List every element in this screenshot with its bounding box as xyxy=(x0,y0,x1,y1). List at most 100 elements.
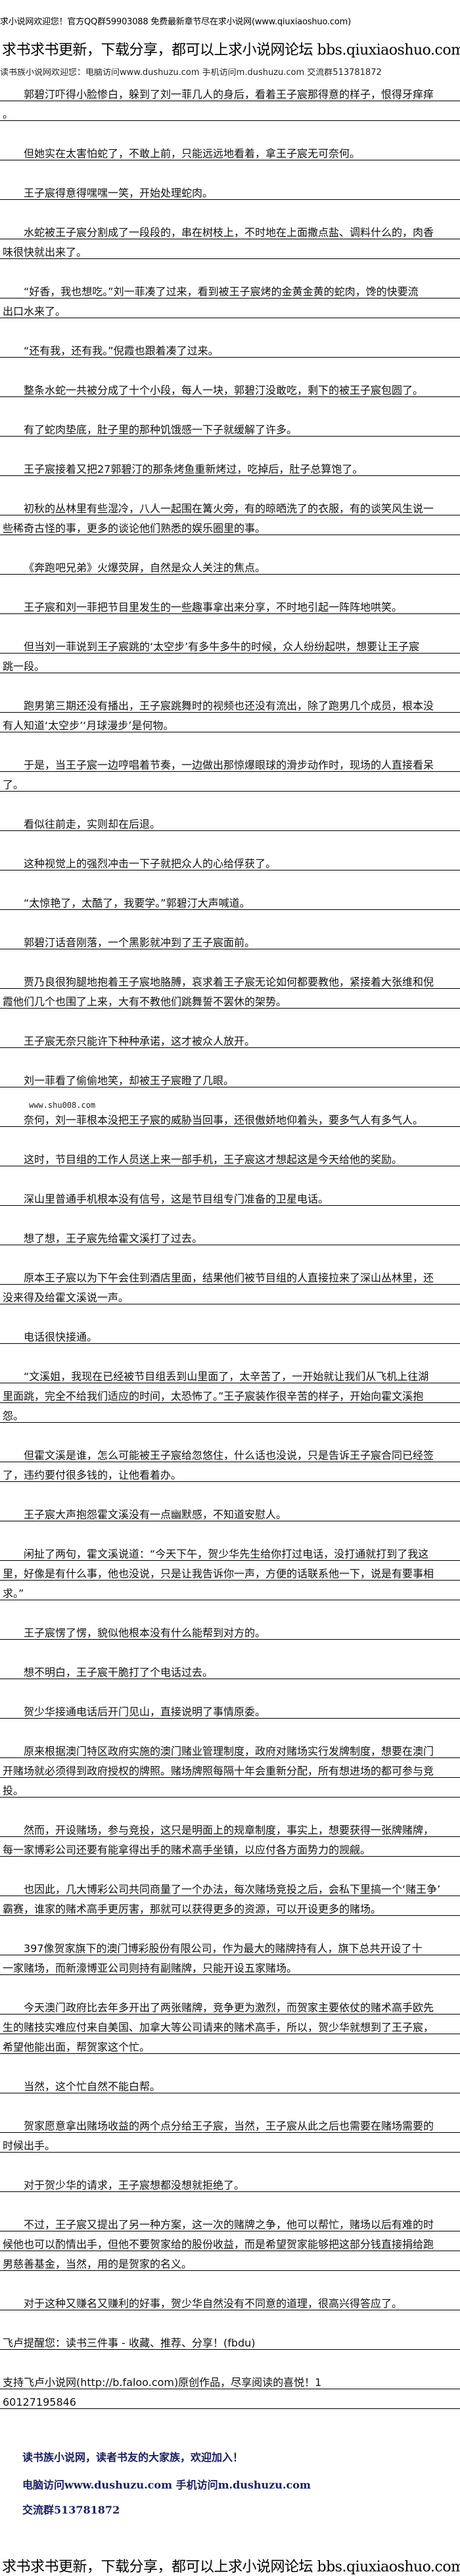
paragraph: 这种视觉上的强烈冲击一下子就把众人的心给俘获了。 xyxy=(0,851,460,871)
text-line: 王子宸大声抱怨霍文溪没有一点幽默感，不知道安慰人。 xyxy=(0,1502,460,1521)
text-line: 霸赛，谁家的赌术高手更厉害，那就可以获得更多的资源，可以开设更多的赌场。 xyxy=(0,1896,460,1916)
paragraph: 王子宸大声抱怨霍文溪没有一点幽默感，不知道安慰人。 xyxy=(0,1502,460,1521)
line-text: 一家赌场，而新濠博亚公司则持有副赌牌，只能开设五家赌场。 xyxy=(3,1962,298,1974)
line-text: 每一家博彩公司还要有能拿得出手的赌术高手坐镇，以应付各方面势力的觊觎。 xyxy=(3,1844,371,1856)
paragraph: 然而，开设赌场，参与竞投，这只是明面上的规章制度，事实上，想要获得一张牌赌牌， 每… xyxy=(0,1817,460,1857)
line-text: 支持飞卢小说网(http://b.faloo.com)原创作品，尽享阅读的喜悦！… xyxy=(3,2376,322,2389)
text-line: 王子宸得意得嘿嘿一笑，开始处理蛇肉。 xyxy=(0,180,460,200)
text-line: 对于贺少华的请求，王子宸想都没想就拒绝了。 xyxy=(0,2172,460,2192)
text-line: 于是，当王子宸一边哼唱着节奏，一边做出那惊爆眼球的滑步动作时，现场的人直接看呆 xyxy=(0,752,460,772)
line-text: 当然，这个忙自然不能白帮。 xyxy=(24,2080,161,2093)
text-line: 这时，节目组的工作人员送上来一部手机，王子宸这才想起这是今天给他的奖励。 xyxy=(0,1147,460,1166)
text-line: 但她实在太害怕蛇了，不敢上前，只能远远地看着，拿王子宸无可奈何。 xyxy=(0,141,460,160)
line-text: 原本王子宸以为下午会住到酒店里面，结果他们被节目组的人直接拉来了深山丛林里，还 xyxy=(24,1272,434,1284)
line-text: 想了想，王子宸先给霍文溪打了过去。 xyxy=(24,1232,203,1245)
text-line: 对于这种又赚名又赚利的好事，贺少华自然没有不同意的道理，很高兴得答应了。 xyxy=(0,2291,460,2310)
text-line: 看似往前走，实则却在后退。 xyxy=(0,811,460,831)
paragraph: 深山里普通手机根本没有信号，这是节目组专门准备的卫星电话。 xyxy=(0,1186,460,1206)
text-line: 有了蛇肉垫底，肚子里的那种饥饿感一下子就缓解了许多。 xyxy=(0,417,460,437)
paragraph: 王子宸接着又把27郭碧汀的那条烤鱼重新烤过，吃掉后，肚子总算饱了。 xyxy=(0,456,460,476)
line-text: 原来根据澳门特区政府实施的澳门赌业管理制度，政府对赌场实行发牌制度，想要在澳门 xyxy=(24,1745,434,1757)
line-text: 些稀奇古怪的事，更多的谈论他们熟悉的娱乐圈里的事。 xyxy=(3,522,266,535)
chapter-body: 郭碧汀吓得小脸惨白，躲到了刘一菲几人的身后，看着王子宸那得意的样子，恨得牙痒痒。… xyxy=(0,82,460,2429)
text-line: 贾乃良很狗腿地抱着王子宸地胳膊，哀求着王子宸无论如何都要教他，紧接着大张维和倪 xyxy=(0,969,460,989)
text-line: 支持飞卢小说网(http://b.faloo.com)原创作品，尽享阅读的喜悦！… xyxy=(0,2370,460,2389)
line-text: 没来得及给霍文溪说一声。 xyxy=(3,1291,129,1304)
line-text: 整条水蛇一共被分成了十个小段，每人一块，郭碧汀没敢吃，剩下的被王子宸包圆了。 xyxy=(24,384,424,396)
line-text: 霸赛，谁家的赌术高手更厉害，那就可以获得更多的资源，可以开设更多的赌场。 xyxy=(3,1903,382,1915)
line-text: 电话很快接通。 xyxy=(24,1331,98,1343)
line-text: “还有我，还有我。”倪霞也跟着凑了过来。 xyxy=(24,345,219,357)
text-line: 一家赌场，而新濠博亚公司则持有副赌牌，只能开设五家赌场。 xyxy=(0,1955,460,1975)
text-line: 没来得及给霍文溪说一声。 xyxy=(0,1285,460,1304)
line-text: “好香，我也想吃。”刘一菲凑了过来，看到被王子宸烤的金黄金黄的蛇肉，馋的快要流 xyxy=(24,285,419,298)
paragraph: 水蛇被王子宸分割成了一段段的，串在树枝上，不时地在上面撒点盐、调料什么的，肉香味… xyxy=(0,220,460,259)
line-text: 60127195846 xyxy=(3,2396,76,2408)
line-text: 王子宸大声抱怨霍文溪没有一点幽默感，不知道安慰人。 xyxy=(24,1508,287,1521)
paragraph: 对于贺少华的请求，王子宸想都没想就拒绝了。 xyxy=(0,2172,460,2192)
text-line: 想了想，王子宸先给霍文溪打了过去。 xyxy=(0,1226,460,1245)
text-line: 也因此，几大博彩公司共同商量了一个办法，每次赌场竞投之后，会私下里搞一个‘赌王争… xyxy=(0,1876,460,1896)
line-text: 有人知道‘太空步’‘月球漫步’是何物。 xyxy=(3,719,174,732)
paragraph: 有了蛇肉垫底，肚子里的那种饥饿感一下子就缓解了许多。 xyxy=(0,417,460,437)
paragraph: 原本王子宸以为下午会住到酒店里面，结果他们被节目组的人直接拉来了深山丛林里，还没… xyxy=(0,1265,460,1304)
line-text: “文溪姐，我现在已经被节目组丢到山里面了，太辛苦了，一开始就让我们从飞机上往湖 xyxy=(24,1370,429,1383)
paragraph: 贺少华接通电话后开门见山，直接说明了事情原委。 xyxy=(0,1699,460,1719)
text-line: 里，好像是有什么事，他也没说，只是让我告诉你一声，方便的话联系他一下，说是有要事… xyxy=(0,1561,460,1581)
paragraph: 今天澳门政府比去年多开出了两张赌牌，竞争更为激烈，而贺家主要依仗的赌术高手欧先生… xyxy=(0,1995,460,2054)
text-line: 跳一段。 xyxy=(0,654,460,673)
paragraph: 397像贺家旗下的澳门博彩股份有限公司，作为最大的赌牌持有人，旗下总共开设了十一… xyxy=(0,1936,460,1975)
line-text: 贺家愿意拿出赌场收益的两个点分给王子宸，当然，王子宸从此之后也需要在赌场需要的 xyxy=(24,2120,434,2132)
text-line: 深山里普通手机根本没有信号，这是节目组专门准备的卫星电话。 xyxy=(0,1186,460,1206)
footer-forum-banner: 求书求书更新，下载分享，都可以上求小说网论坛 bbs.qiuxiaoshuo.c… xyxy=(2,2559,460,2575)
text-line: “太惊艳了，太酷了，我要学。”郭碧汀大声喊道。 xyxy=(0,890,460,910)
text-line: 电话很快接通。 xyxy=(0,1324,460,1344)
text-line: 贺少华接通电话后开门见山，直接说明了事情原委。 xyxy=(0,1699,460,1719)
paragraph: 也因此，几大博彩公司共同商量了一个办法，每次赌场竞投之后，会私下里搞一个‘赌王争… xyxy=(0,1876,460,1916)
text-line: “文溪姐，我现在已经被节目组丢到山里面了，太辛苦了，一开始就让我们从飞机上往湖 xyxy=(0,1364,460,1383)
text-line: 闲扯了两句，霍文溪说道：“今天下午，贺少华先生给你打过电话，没打通就打到了我这 xyxy=(0,1541,460,1561)
line-text: 贺少华接通电话后开门见山，直接说明了事情原委。 xyxy=(24,1705,266,1718)
line-text: 求。” xyxy=(3,1587,24,1600)
line-text: 然而，开设赌场，参与竞投，这只是明面上的规章制度，事实上，想要获得一张牌赌牌， xyxy=(24,1824,434,1836)
paragraph: 于是，当王子宸一边哼唱着节奏，一边做出那惊爆眼球的滑步动作时，现场的人直接看呆了… xyxy=(0,752,460,792)
line-text: 但霍文溪是谁，怎么可能被王子宸给忽悠住，什么话也没说，只是告诉王子宸合同已经签 xyxy=(24,1449,434,1462)
text-line: 王子宸接着又把27郭碧汀的那条烤鱼重新烤过，吃掉后，肚子总算饱了。 xyxy=(0,456,460,476)
line-text: 刘一菲看了偷偷地笑，却被王子宸瞪了几眼。 xyxy=(24,1074,235,1087)
paragraph: 原来根据澳门特区政府实施的澳门赌业管理制度，政府对赌场实行发牌制度，想要在澳门开… xyxy=(0,1738,460,1798)
line-text: 。 xyxy=(3,108,14,120)
footer-access-links: 电脑访问www.dushuzu.com 手机访问m.dushuzu.com xyxy=(22,2479,311,2491)
site-welcome-banner: 求小说网欢迎您！官方QQ群59903088 免费最新章节尽在求小说网(www.q… xyxy=(0,17,351,27)
line-text: 里，好像是有什么事，他也没说，只是让我告诉你一声，方便的话联系他一下，说是有要事… xyxy=(3,1567,434,1580)
text-line: 男慈善基金，当然，用的是贺家的名义。 xyxy=(0,2251,460,2271)
paragraph: 王子宸得意得嘿嘿一笑，开始处理蛇肉。 xyxy=(0,180,460,200)
line-text: 不过，王子宸又提出了另一种方案，这一次的赌牌之争，他可以帮忙，赌场以后有难的时 xyxy=(24,2218,434,2231)
paragraph: 整条水蛇一共被分成了十个小段，每人一块，郭碧汀没敢吃，剩下的被王子宸包圆了。 xyxy=(0,377,460,397)
line-text: 对于贺少华的请求，王子宸想都没想就拒绝了。 xyxy=(24,2179,245,2191)
line-text: 希望他能出面，帮贺家这个忙。 xyxy=(3,2041,150,2053)
line-text: 了。 xyxy=(3,778,24,791)
text-line: 王子宸愣了愣，貌似他根本没有什么能帮到对方的。 xyxy=(0,1620,460,1640)
line-text: 初秋的丛林里有些湿冷，八人一起围在篝火旁，有的晾晒洗了的衣服，有的谈笑风生说一 xyxy=(24,502,434,515)
line-text: 奈何，刘一菲根本没把王子宸的威胁当回事，还很傲娇地仰着头，要多气人有多气人。 xyxy=(24,1114,424,1126)
text-line: 出口水来了。 xyxy=(0,298,460,318)
paragraph: 奈何，刘一菲根本没把王子宸的威胁当回事，还很傲娇地仰着头，要多气人有多气人。ww… xyxy=(0,1101,460,1127)
paragraph: 《奔跑吧兄弟》火爆荧屏，自然是众人关注的焦点。 xyxy=(0,555,460,575)
paragraph: 贾乃良很狗腿地抱着王子宸地胳膊，哀求着王子宸无论如何都要教他，紧接着大张维和倪霞… xyxy=(0,969,460,1009)
text-line: 有人知道‘太空步’‘月球漫步’是何物。 xyxy=(0,713,460,732)
paragraph: 初秋的丛林里有些湿冷，八人一起围在篝火旁，有的晾晒洗了的衣服，有的谈笑风生说一些… xyxy=(0,496,460,535)
paragraph: “文溪姐，我现在已经被节目组丢到山里面了，太辛苦了，一开始就让我们从飞机上往湖里… xyxy=(0,1364,460,1423)
text-line: 但霍文溪是谁，怎么可能被王子宸给忽悠住，什么话也没说，只是告诉王子宸合同已经签 xyxy=(0,1443,460,1462)
line-text: 对于这种又赚名又赚利的好事，贺少华自然没有不同意的道理，很高兴得答应了。 xyxy=(24,2297,403,2310)
text-line: “好香，我也想吃。”刘一菲凑了过来，看到被王子宸烤的金黄金黄的蛇肉，馋的快要流 xyxy=(0,279,460,298)
paragraph: 闲扯了两句，霍文溪说道：“今天下午，贺少华先生给你打过电话，没打通就打到了我这里… xyxy=(0,1541,460,1600)
text-line: 今天澳门政府比去年多开出了两张赌牌，竞争更为激烈，而贺家主要依仗的赌术高手欧先 xyxy=(0,1995,460,2015)
paragraph: 但霍文溪是谁，怎么可能被王子宸给忽悠住，什么话也没说，只是告诉王子宸合同已经签了… xyxy=(0,1443,460,1482)
line-text: 王子宸和刘一菲把节目里发生的一些趣事拿出来分享，不时地引起一阵阵地哄笑。 xyxy=(24,601,403,613)
text-line: 原本王子宸以为下午会住到酒店里面，结果他们被节目组的人直接拉来了深山丛林里，还 xyxy=(0,1265,460,1285)
footer-group: 交流群513781872 xyxy=(22,2504,120,2516)
paragraph: 支持飞卢小说网(http://b.faloo.com)原创作品，尽享阅读的喜悦！… xyxy=(0,2370,460,2389)
line-text: 霞他们几个也围了上来，大有不教他们跳舞誓不罢休的架势。 xyxy=(3,995,287,1008)
footer-slogan: 读书族小说网，读者书友的大家族，欢迎加入！ xyxy=(22,2451,244,2464)
line-text: 但当刘一菲说到王子宸跳的‘太空步’有多牛多牛的时候，众人纷纷起哄，想要让王子宸 xyxy=(24,640,420,653)
